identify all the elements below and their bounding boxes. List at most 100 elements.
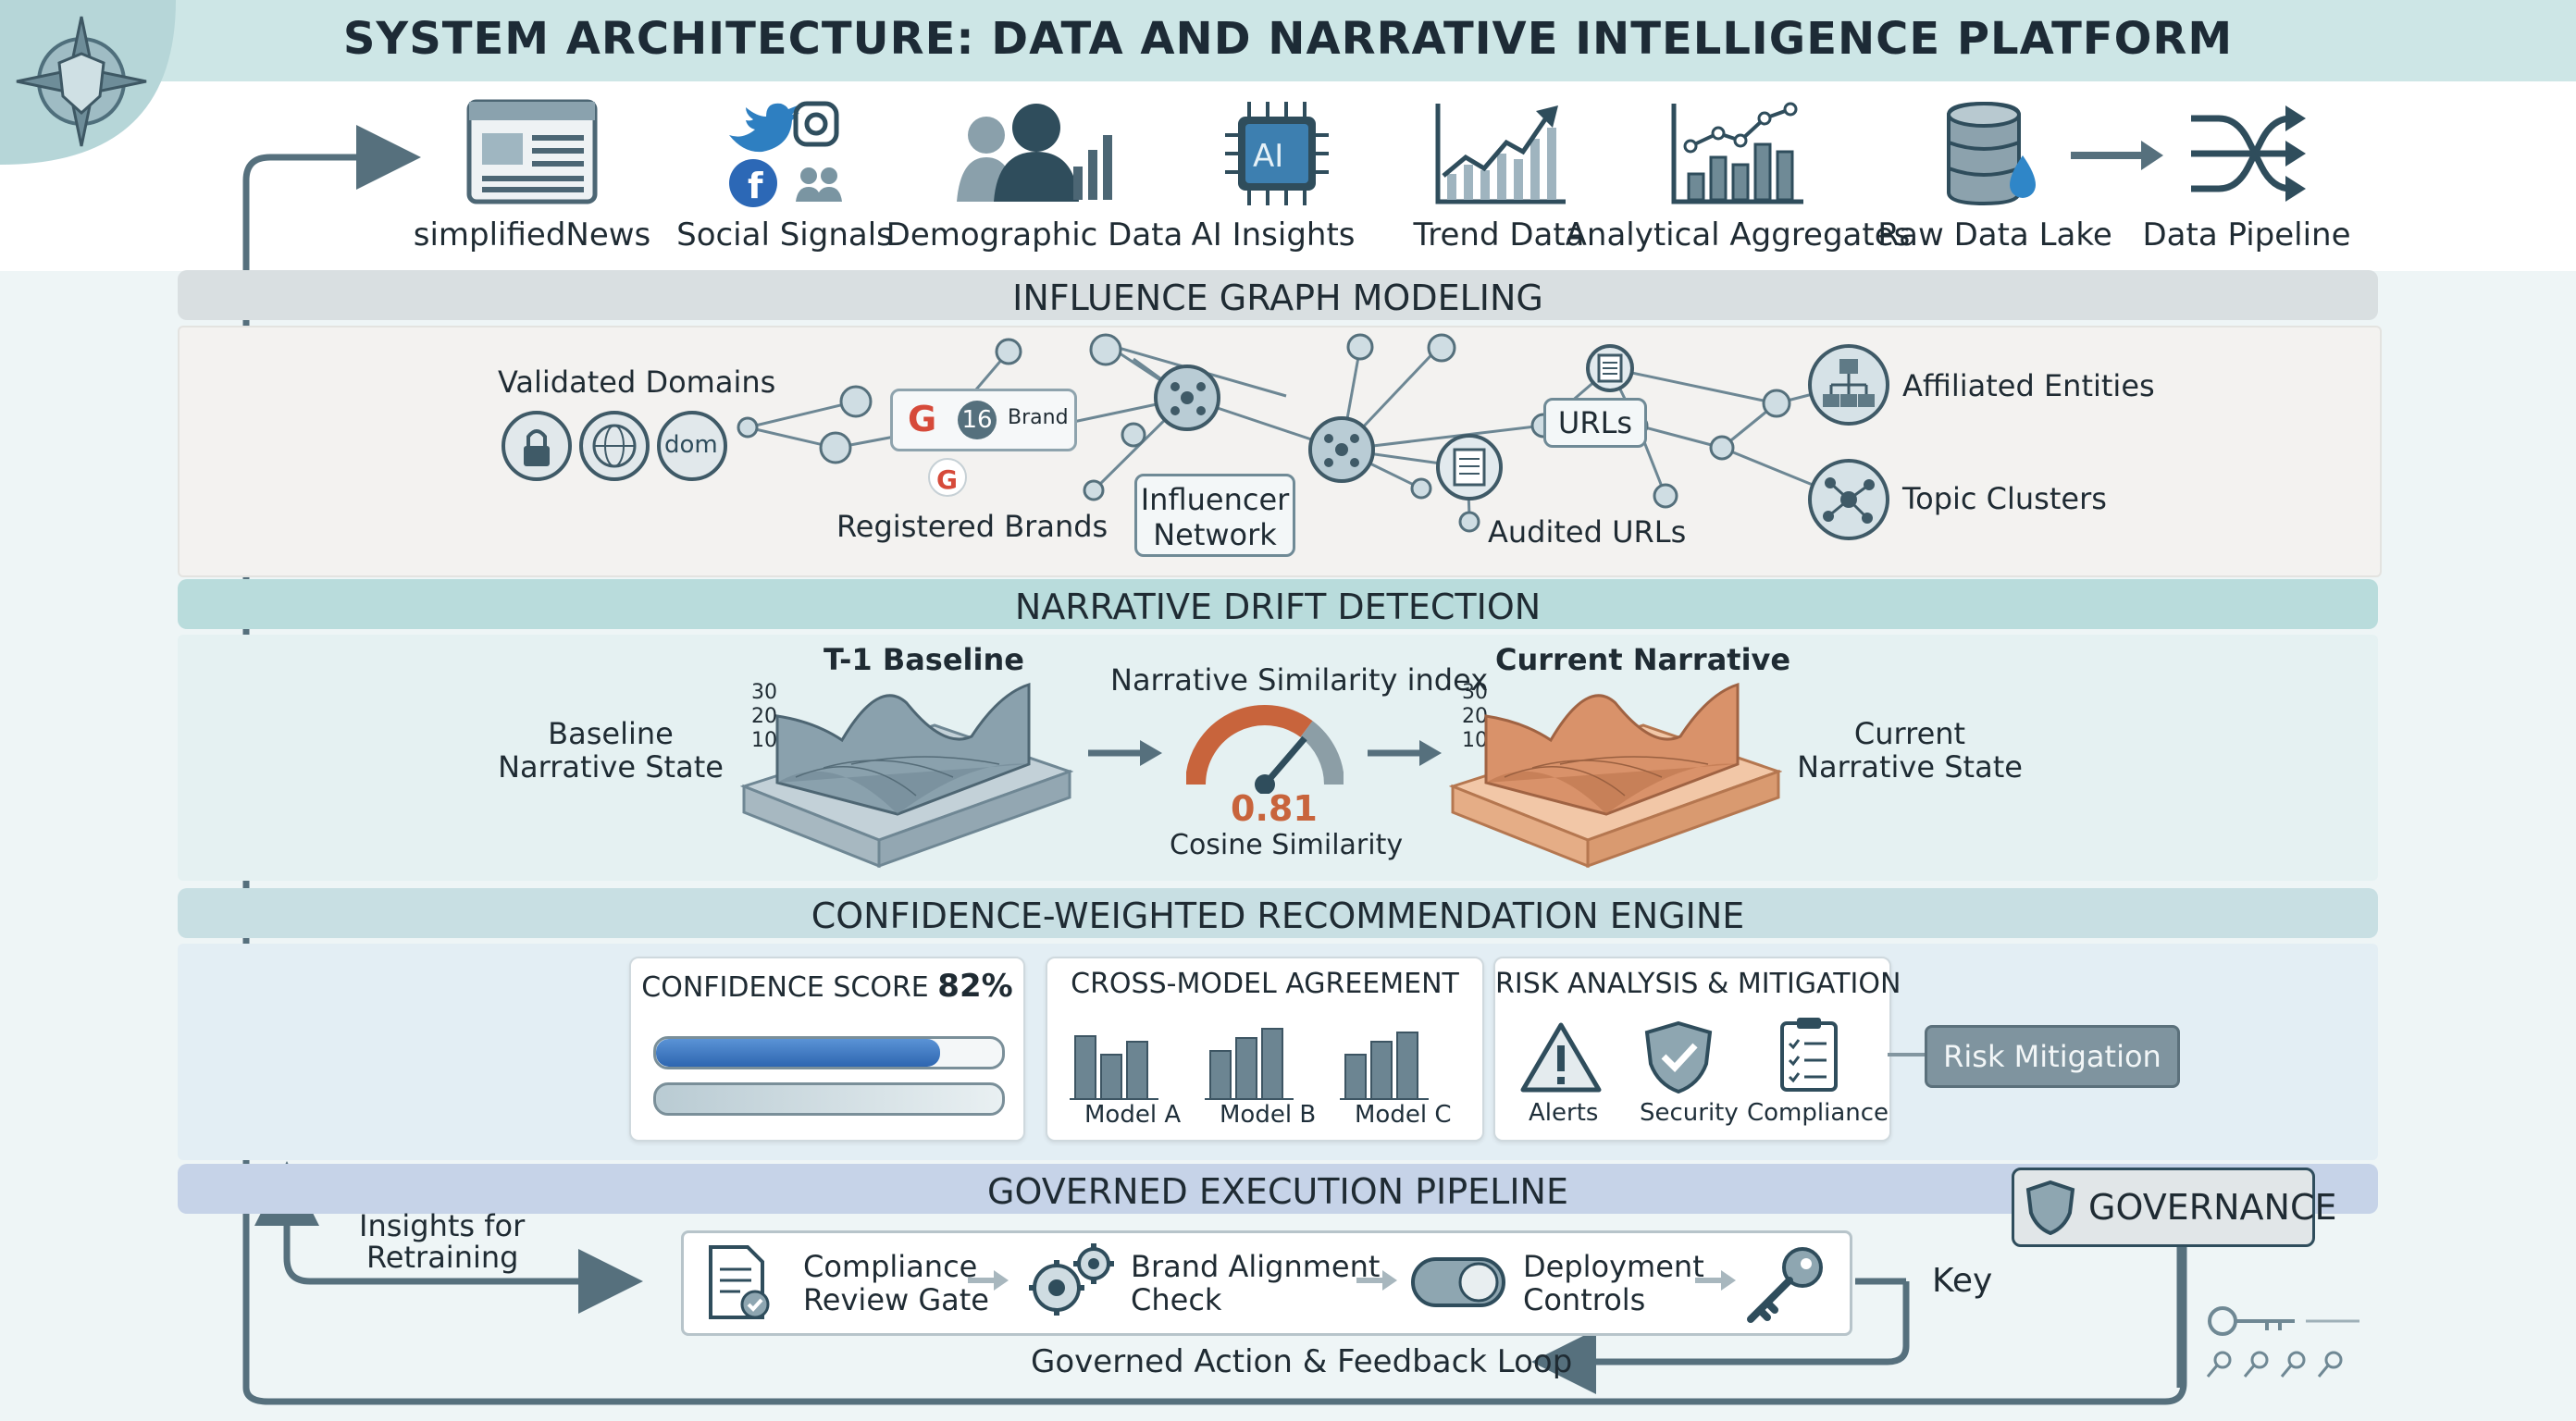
security-label: Security — [1640, 1099, 1739, 1127]
insights-line2: Retraining — [366, 1240, 519, 1275]
drift-header: NARRATIVE DRIFT DETECTION — [178, 579, 2378, 629]
similarity-gauge-icon — [1185, 701, 1344, 797]
confidence-label: CONFIDENCE SCORE — [641, 971, 929, 1004]
social-icon: f — [720, 98, 849, 213]
model-a-label: Model A — [1084, 1101, 1182, 1129]
step-arrow-3 — [1693, 1267, 1740, 1297]
keys-decoration-icon — [2202, 1301, 2369, 1388]
influencer-network-line1: Influencer — [1140, 482, 1290, 517]
pipeline-header: GOVERNED EXECUTION PIPELINE — [178, 1164, 2378, 1214]
step-compliance-line2: Review Gate — [803, 1282, 989, 1317]
key-label: Key — [1932, 1262, 1993, 1300]
governance-shield-icon — [2025, 1180, 2075, 1239]
security-shield-icon — [1643, 1019, 1714, 1097]
step-brand-line2: Check — [1131, 1282, 1222, 1317]
feedback-loop-label: Governed Action & Feedback Loop — [1031, 1343, 1573, 1380]
tick-20: 20 — [1462, 705, 1488, 728]
similarity-caption: Cosine Similarity — [1170, 829, 1404, 861]
ai-chip-icon: AI — [1221, 102, 1332, 209]
tick-10: 10 — [751, 729, 777, 752]
svg-text:f: f — [748, 166, 763, 206]
validated-domains-label: Validated Domains — [498, 365, 776, 400]
current-narrative-title: Current Narrative — [1495, 642, 1791, 677]
governance-badge: GOVERNANCE — [2012, 1168, 2337, 1247]
engine-header-label: CONFIDENCE-WEIGHTED RECOMMENDATION ENGIN… — [811, 896, 1745, 936]
source-label-trend-data: Trend Data — [1413, 216, 1585, 253]
alerts-label: Alerts — [1529, 1099, 1599, 1127]
baseline-state-line2: Narrative State — [498, 749, 724, 785]
step-arrow-1 — [966, 1267, 1012, 1297]
page-title: SYSTEM ARCHITECTURE: DATA AND NARRATIVE … — [342, 13, 2234, 65]
alert-icon — [1519, 1019, 1603, 1097]
confidence-value: 82% — [937, 968, 1013, 1005]
affiliated-entities-label: Affiliated Entities — [1902, 368, 2155, 403]
risk-mitigation-button[interactable]: Risk Mitigation — [1925, 1025, 2180, 1088]
influencer-network-line2: Network — [1153, 517, 1277, 552]
current-state-line2: Narrative State — [1797, 749, 2023, 785]
bar-chart-icon — [1668, 100, 1807, 211]
similarity-value: 0.81 — [1231, 788, 1318, 829]
agreement-card: CROSS-MODEL AGREEMENT Model A Model B Mo… — [1046, 957, 1484, 1142]
google-logo-icon: G — [928, 458, 967, 497]
confidence-bar — [653, 1036, 1005, 1069]
source-label-simplifiednews: simplifiedNews — [413, 216, 651, 253]
svg-text:AI: AI — [1253, 138, 1283, 175]
current-state-line1: Current — [1853, 716, 1966, 751]
influence-graph: G — [502, 333, 1889, 540]
tick-30: 30 — [1462, 681, 1488, 704]
database-icon — [1943, 100, 2045, 213]
agreement-bars — [1070, 1028, 1429, 1100]
topic-clusters-label: Topic Clusters — [1902, 481, 2107, 516]
news-icon — [465, 98, 599, 209]
brand-badge: G 16 Brand — [890, 389, 1077, 451]
current-ticks: 30 20 10 — [1462, 681, 1488, 753]
arrow-to-gauge — [1084, 735, 1168, 775]
svg-text:G: G — [936, 464, 958, 495]
gears-icon — [1020, 1240, 1121, 1327]
step-deployment-line1: Deployment — [1523, 1249, 1704, 1284]
arrow-right-icon — [2067, 135, 2169, 179]
topic-clusters-icon — [1808, 459, 1889, 540]
model-c-label: Model C — [1355, 1101, 1452, 1129]
step-deployment-line2: Controls — [1523, 1282, 1646, 1317]
tick-30: 30 — [751, 681, 777, 704]
source-label-social-signals: Social Signals — [676, 216, 893, 253]
current-surface-icon — [1448, 675, 1783, 873]
compliance-checklist-icon — [1778, 1016, 1839, 1097]
key-icon — [1740, 1240, 1832, 1332]
compliance-doc-icon — [707, 1243, 772, 1325]
risk-title: RISK ANALYSIS & MITIGATION — [1495, 968, 1901, 1000]
toggle-switch-icon — [1410, 1256, 1506, 1312]
dom-label: dom — [664, 431, 718, 459]
pipeline-header-label: GOVERNED EXECUTION PIPELINE — [987, 1171, 1568, 1212]
network-hub-icon — [1154, 365, 1375, 483]
compliance-label: Compliance — [1747, 1099, 1889, 1127]
document-node-icon — [1436, 344, 1634, 500]
drift-header-label: NARRATIVE DRIFT DETECTION — [1014, 587, 1542, 627]
t1-baseline-title: T-1 Baseline — [824, 642, 1024, 677]
brand-count-badge: 16 — [958, 401, 997, 439]
validated-domain-icons — [502, 411, 727, 481]
baseline-state-line1: Baseline — [548, 716, 674, 751]
compass-logo-icon — [0, 0, 176, 165]
model-b-label: Model B — [1220, 1101, 1317, 1129]
similarity-title: Narrative Similarity index — [1110, 662, 1489, 698]
source-label-demographic-data: Demographic Data — [886, 216, 1183, 253]
governance-label: GOVERNANCE — [2088, 1187, 2337, 1228]
secondary-bar — [653, 1082, 1005, 1116]
confidence-card: CONFIDENCE SCORE 82% — [629, 957, 1025, 1142]
step-brand-line1: Brand Alignment — [1131, 1249, 1381, 1284]
source-label-raw-data-lake: Raw Data Lake — [1877, 216, 2112, 253]
risk-card: RISK ANALYSIS & MITIGATION Alerts Securi… — [1493, 957, 1901, 1142]
title-bar: SYSTEM ARCHITECTURE: DATA AND NARRATIVE … — [0, 0, 2576, 81]
shuffle-icon — [2187, 100, 2308, 211]
audited-urls-label: Audited URLs — [1488, 514, 1687, 550]
insights-line1: Insights for — [359, 1208, 526, 1243]
confidence-title: CONFIDENCE SCORE 82% — [631, 968, 1023, 1005]
arrow-to-current — [1364, 735, 1447, 775]
influence-header-label: INFLUENCE GRAPH MODELING — [1012, 278, 1543, 318]
affiliated-entities-icon — [1808, 344, 1889, 426]
tick-20: 20 — [751, 705, 777, 728]
step-arrow-2 — [1355, 1267, 1401, 1297]
